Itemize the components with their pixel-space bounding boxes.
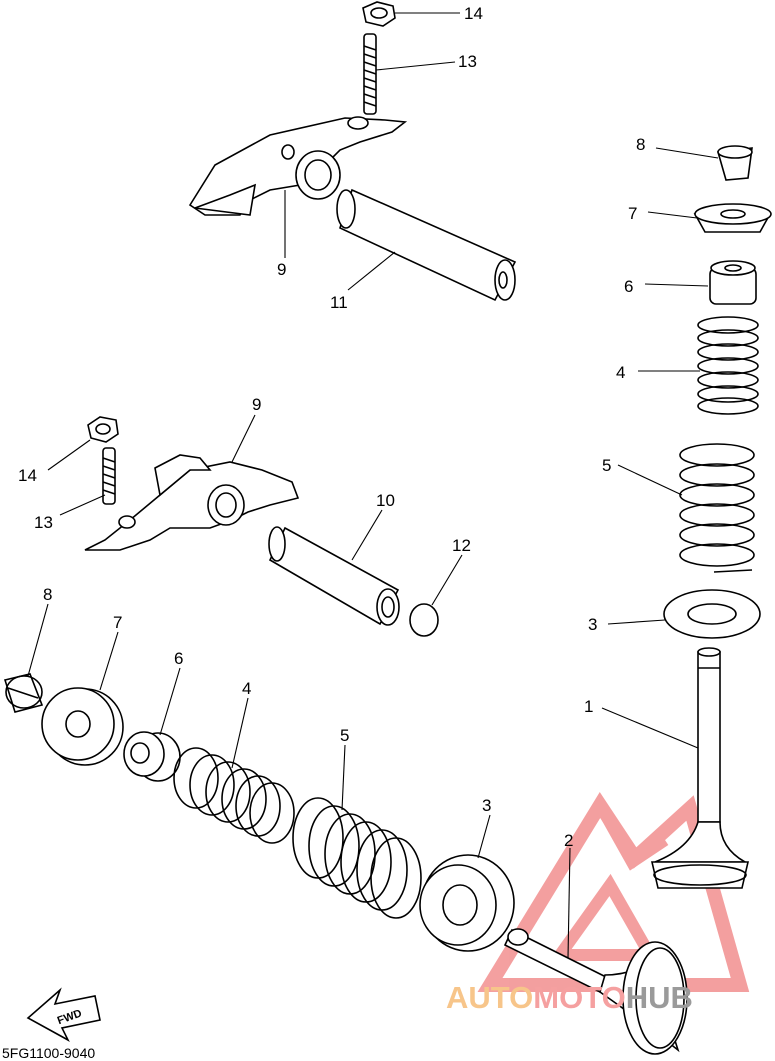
o-ring [409,603,439,637]
watermark-hub: HUB [626,980,693,1015]
nut-top [362,1,396,27]
leaders-mid [47,414,463,606]
label-7-bottom: 7 [113,613,122,632]
bottom-valve-stack [3,673,688,1055]
rocker-arm-mid [84,461,300,551]
spring-outer-right [679,443,755,573]
seal-bottom [123,731,181,782]
label-14-mid: 14 [18,466,37,485]
label-6-bottom: 6 [174,649,183,668]
label-4-right: 4 [616,363,625,382]
label-5-right: 5 [602,456,611,475]
leaders-top [284,12,460,291]
watermark-moto: MOTO [533,980,625,1015]
leaders-bottom [27,603,571,959]
label-3-bottom: 3 [482,796,491,815]
watermark-auto: AUTO [446,980,533,1015]
watermark-logo [477,791,750,992]
label-6-right: 6 [624,277,633,296]
label-7-right: 7 [628,204,637,223]
right-valve-stack [650,145,772,889]
label-8-right: 8 [636,135,645,154]
spring-seat-bottom [419,854,515,952]
label-1-right: 1 [584,697,593,716]
label-2-bottom: 2 [564,831,573,850]
retainer-bottom [41,687,124,766]
mid-rocker-assembly [84,416,439,637]
spring-outer-bottom [292,797,422,919]
part-code: 5FG1100-9040 [2,1045,95,1061]
collet-bottom [3,673,44,713]
adjust-screw-top [363,33,377,115]
leaders-right [601,147,719,749]
spring-inner-bottom [173,747,295,844]
nut-mid [87,416,119,443]
label-12-mid: 12 [452,536,471,555]
rocker-shaft-top [339,188,517,302]
adjust-screw-mid [102,447,116,505]
label-9-mid: 9 [252,395,261,414]
fwd-arrow-icon: FWD [26,987,101,1042]
label-4-bottom: 4 [242,679,251,698]
label-8-bottom: 8 [43,585,52,604]
label-14-top: 14 [464,4,483,23]
valve-right [650,647,750,889]
label-3-right: 3 [588,615,597,634]
label-5-bottom: 5 [340,726,349,745]
valve-bottom [503,928,688,1055]
label-11-top: 11 [330,293,348,312]
label-13-top: 13 [458,52,477,71]
callout-labels: 14 13 9 11 9 14 13 10 12 8 7 6 4 5 3 1 8… [18,4,645,850]
watermark-text: AUTOMOTOHUB [446,980,693,1015]
top-rocker-assembly [188,1,517,302]
label-9-top: 9 [277,260,286,279]
spring-inner-right [697,316,759,415]
label-10-mid: 10 [376,491,395,510]
label-13-mid: 13 [34,513,53,532]
